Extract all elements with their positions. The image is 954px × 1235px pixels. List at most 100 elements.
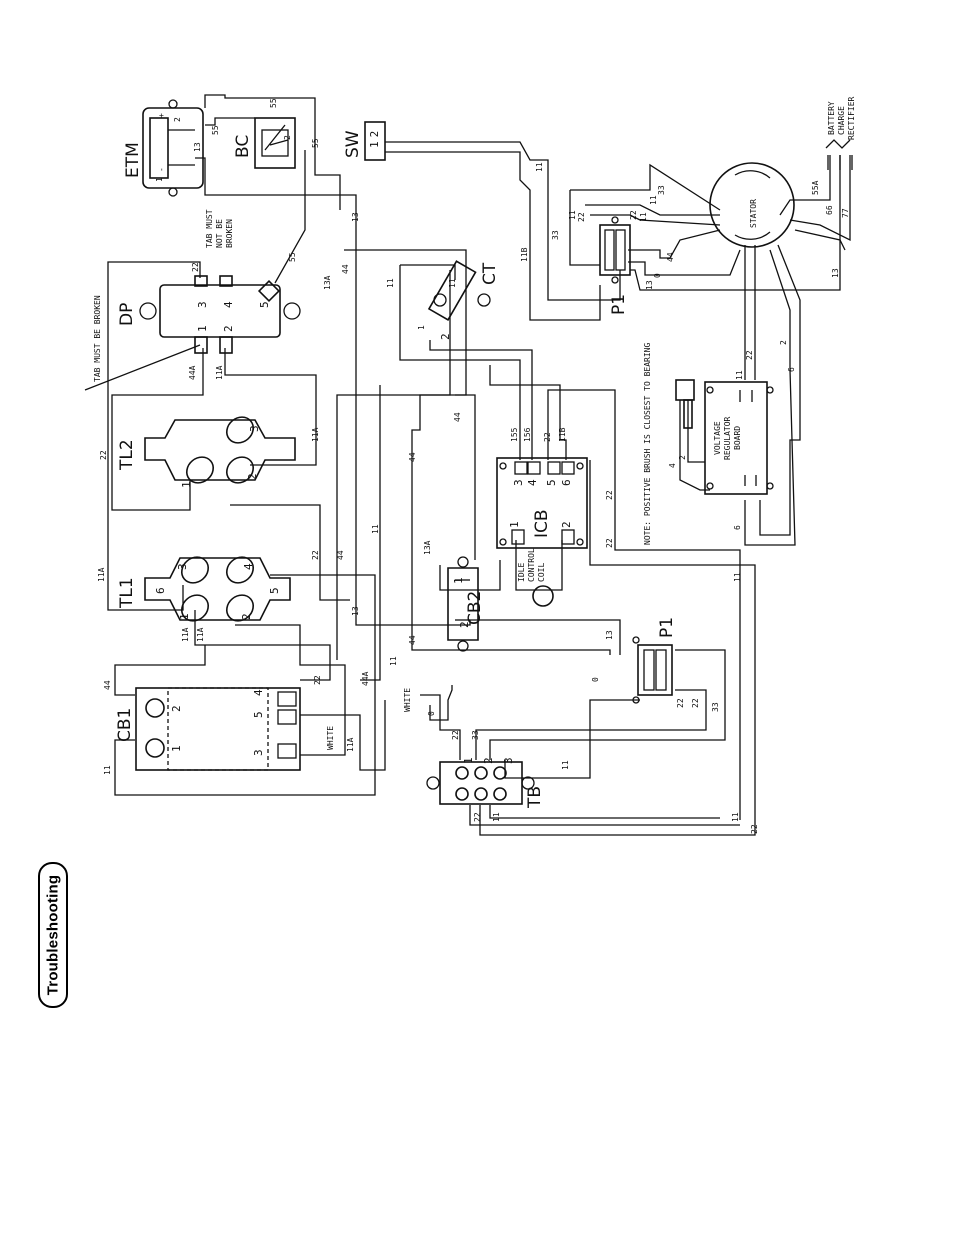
wire-label: 55: [288, 252, 297, 262]
mounting-hole: [576, 538, 584, 546]
wire-label: 11A: [196, 627, 205, 642]
dp-terminal: [219, 275, 233, 287]
cb2-label: CB2: [465, 591, 485, 625]
p1-top-pins: [615, 229, 626, 271]
wire-label: 11B: [520, 247, 529, 262]
icb-pin-6: 6: [560, 479, 573, 486]
mounting-hole: [611, 216, 619, 224]
cb1-pin-3: 3: [252, 749, 265, 756]
wire-path: [590, 214, 721, 226]
mounting-hole: [499, 538, 507, 546]
wire-label: 22: [605, 490, 614, 500]
wire-label: WHITE: [403, 688, 412, 712]
wire-path: [779, 155, 831, 216]
tl2-lug: [225, 416, 255, 444]
battery-charge-rectifier: BATTERY CHARGE RECTIFIER: [825, 96, 856, 170]
cb1-pin-4: 4: [252, 689, 265, 696]
wire-label: 44A: [361, 671, 370, 686]
tb-label: TB: [525, 786, 545, 809]
cb1-label: CB1: [115, 708, 135, 742]
wire-path: [570, 163, 721, 211]
bc-symbol: [264, 124, 289, 151]
mounting-hole: [457, 556, 469, 568]
wire-label: 11B: [558, 427, 567, 442]
wire-path: [489, 805, 720, 819]
p1-top-body: [599, 224, 631, 276]
mounting-hole: [457, 640, 469, 652]
dp-terminal: [194, 336, 208, 354]
icb-pin-2: 2: [560, 521, 573, 528]
svg-text:CHARGE: CHARGE: [837, 106, 846, 135]
cb1-terminal: [277, 709, 297, 725]
tl1-lug: [180, 556, 210, 584]
wire-label: 11: [733, 572, 742, 582]
wire-label: 155: [510, 427, 519, 442]
wire-path: [274, 150, 306, 284]
stator-label: STATOR: [749, 199, 758, 228]
bc-label: BC: [233, 135, 253, 158]
p1-top-pins: [604, 229, 615, 271]
wire-label: 22: [605, 538, 614, 548]
wire-label: 33: [551, 230, 560, 240]
tb-pin-1: 1: [462, 757, 475, 764]
icb-terminal: [511, 529, 525, 545]
wire-label: 22: [99, 450, 108, 460]
tl2-label: TL2: [117, 439, 137, 471]
wire-label: 6: [733, 525, 742, 530]
vr-board-label: REGULATOR: [723, 416, 732, 460]
wire-label: 0: [653, 273, 662, 278]
icb-label: ICB: [532, 509, 552, 538]
cb1-pin-1: 1: [170, 745, 183, 752]
wire-label: 11: [371, 524, 380, 534]
tb-component: 1 2 3 TB WHITE 0 22 33 22 11 11 11 22 11: [403, 572, 759, 834]
wire-path: [789, 155, 851, 242]
dp-terminal: [194, 275, 208, 287]
tl1-lug: [180, 594, 210, 622]
brush-holder: [675, 379, 695, 401]
tl1-pin-1: 1: [178, 613, 191, 620]
wire-path: [195, 157, 357, 240]
mounting-hole: [521, 776, 535, 790]
mounting-hole: [576, 462, 584, 470]
tab-broken-note: TAB MUST BE BROKEN: [93, 295, 102, 382]
ct-terminal: [433, 293, 447, 307]
wire-label: 11A: [97, 567, 106, 582]
wire-label: 2: [678, 455, 687, 460]
wire-label: 11A: [181, 627, 190, 642]
mounting-hole: [139, 302, 157, 320]
tl2-pin-1: 1: [180, 481, 193, 488]
tl1-body: [144, 557, 291, 621]
tb-body: [439, 761, 523, 805]
p1-bottom-label: P1: [657, 617, 677, 638]
wire-label: 44: [336, 550, 345, 560]
wire-label: 11: [386, 278, 395, 288]
wire-path: [429, 685, 453, 721]
mounting-hole: [632, 636, 640, 644]
dp-terminal: [257, 279, 281, 303]
p1-bottom-body: [637, 644, 673, 696]
wire-label: 44: [666, 252, 675, 262]
cb1-inner: [167, 687, 269, 771]
etm-pin-2: 2: [173, 117, 182, 122]
p1-bottom-pins: [643, 649, 655, 691]
stator-ring: [709, 162, 795, 248]
wire-path: [224, 348, 317, 466]
sw-pins: 12: [368, 131, 381, 148]
cb2-body: [447, 567, 479, 641]
stator-component: STATOR 11 22 2 6 55A 66 77 13 BATTERY CH…: [709, 96, 856, 380]
wire-label: 33: [711, 702, 720, 712]
cb1-terminal: [277, 743, 297, 759]
ct-pin-1: 1: [417, 325, 426, 330]
dp-terminal: [219, 336, 233, 354]
tl1-lug: [225, 594, 255, 622]
ct-terminal: [477, 293, 491, 307]
tab-not-broken-note: TAB MUST NOT BE BROKEN: [205, 209, 234, 248]
wire-label: 13: [605, 630, 614, 640]
wire-path: [300, 700, 386, 771]
wire-label: 4: [668, 463, 677, 468]
icb-pin-4: 4: [526, 479, 539, 486]
icb-body: [496, 457, 588, 549]
wire-path: [759, 244, 801, 536]
brush-holder: [683, 399, 693, 429]
